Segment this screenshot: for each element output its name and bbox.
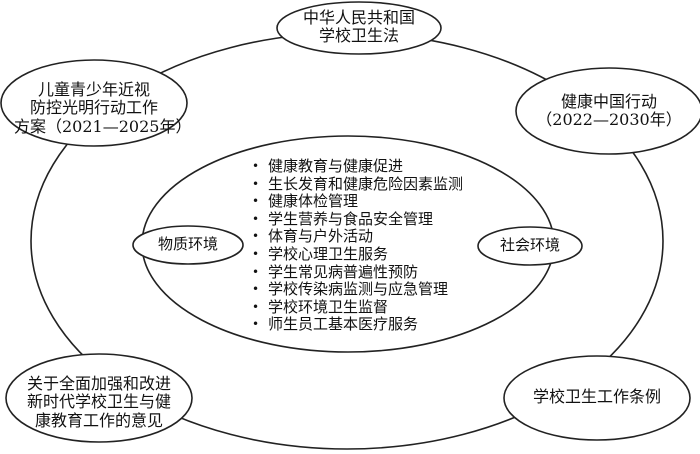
env-material-text: 物质环境 <box>157 235 218 253</box>
env-label-material: 物质环境 <box>143 235 233 253</box>
policy-right-bottom-line-1: 学校卫生工作条例 <box>532 387 661 406</box>
policy-left-bottom-line-3: 康教育工作的意见 <box>34 410 163 430</box>
work-item: 体育与户外活动 <box>252 228 463 246</box>
policy-top-line-1: 中华人民共和国 <box>302 8 415 27</box>
policy-left-top-line-1: 儿童青少年近视 <box>37 80 150 99</box>
policy-left-bottom-line-2: 新时代学校卫生与健 <box>26 392 171 412</box>
policy-label-top: 中华人民共和国 学校卫生法 <box>289 8 429 46</box>
policy-ellipse-left-bottom <box>5 353 193 443</box>
policy-label-left-top: 儿童青少年近视 防控光明行动工作 方案（2021—2025年） <box>14 80 192 136</box>
work-items-list: 健康教育与健康促进 生长发育和健康危险因素监测 健康体检管理 学生营养与食品安全… <box>252 157 463 334</box>
work-item: 生长发育和健康危险因素监测 <box>252 175 463 194</box>
env-ellipse-material <box>132 225 244 265</box>
policy-top-line-2: 学校卫生法 <box>318 26 399 46</box>
policy-ellipse-top <box>276 1 442 55</box>
policy-ellipse-left-top <box>0 59 188 147</box>
env-label-social: 社会环境 <box>485 236 575 254</box>
env-ellipse-social <box>477 226 583 266</box>
policy-ellipse-right-top <box>515 67 700 155</box>
policy-left-top-line-3: 方案（2021—2025年） <box>14 116 192 136</box>
work-item: 学校环境卫生监督 <box>252 298 463 317</box>
policy-right-top-line-2: （2022—2030年） <box>536 110 682 130</box>
work-item: 健康教育与健康促进 <box>252 157 463 176</box>
work-item: 学生营养与食品安全管理 <box>252 210 463 229</box>
work-item: 学校传染病监测与应急管理 <box>252 281 463 299</box>
policy-label-right-top: 健康中国行动 （2022—2030年） <box>529 92 689 130</box>
work-item: 学校心理卫生服务 <box>252 245 463 264</box>
env-social-text: 社会环境 <box>499 236 560 254</box>
policy-ellipse-right-bottom <box>503 355 691 441</box>
work-item: 健康体检管理 <box>252 193 463 211</box>
work-item: 师生员工基本医疗服务 <box>252 316 463 334</box>
policy-label-left-bottom: 关于全面加强和改进 新时代学校卫生与健 康教育工作的意见 <box>19 374 179 430</box>
work-item: 学生常见病普遍性预防 <box>252 263 463 282</box>
policy-left-top-line-2: 防控光明行动工作 <box>29 98 158 118</box>
policy-label-right-bottom: 学校卫生工作条例 <box>517 387 677 406</box>
policy-left-bottom-line-1: 关于全面加强和改进 <box>26 374 171 393</box>
policy-right-top-line-1: 健康中国行动 <box>560 92 657 111</box>
